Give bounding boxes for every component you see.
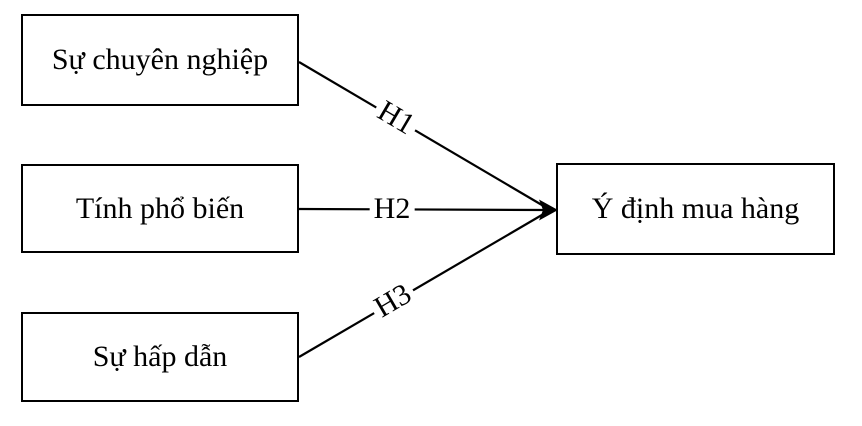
box-label-su-hap-dan: Sự hấp dẫn xyxy=(92,340,228,373)
box-su-hap-dan: Sự hấp dẫn xyxy=(21,312,299,402)
box-label-tinh-pho-bien: Tính phổ biến xyxy=(75,191,245,225)
box-label-su-chuyen-nghiep: Sự chuyên nghiệp xyxy=(51,43,269,76)
box-tinh-pho-bien: Tính phổ biến xyxy=(21,164,299,253)
box-label-y-dinh-mua-hang: Ý định mua hàng xyxy=(591,192,800,225)
arrow-line-h2 xyxy=(298,207,548,212)
arrow-line-h1 xyxy=(298,61,548,209)
box-y-dinh-mua-hang: Ý định mua hàng xyxy=(556,163,835,255)
arrowhead-icon xyxy=(539,199,558,221)
arrow-label-h2: H2 xyxy=(369,193,415,225)
box-su-chuyen-nghiep: Sự chuyên nghiệp xyxy=(21,14,299,106)
arrow-line-h3 xyxy=(298,211,548,358)
